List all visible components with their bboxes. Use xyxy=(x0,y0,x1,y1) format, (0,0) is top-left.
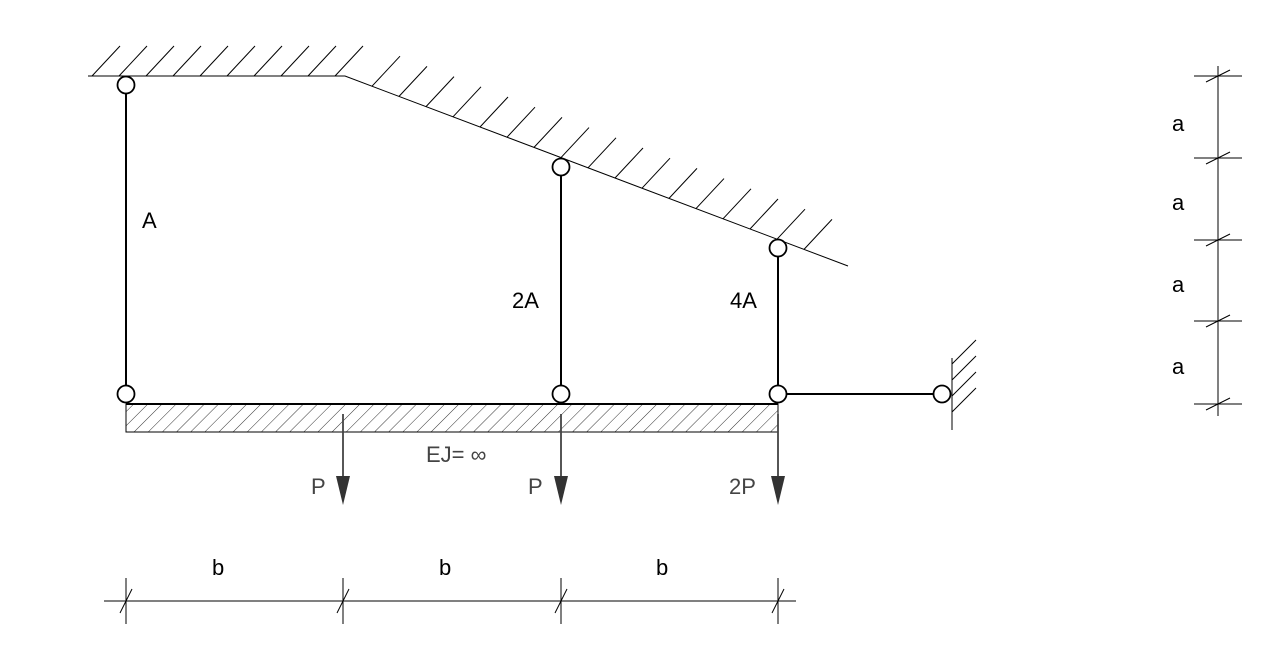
hatch-mark xyxy=(172,45,202,77)
rod-label-left: A xyxy=(142,208,157,233)
hinge-bottom-right xyxy=(768,384,788,404)
hatch-mark xyxy=(803,219,833,250)
ceiling-hatching xyxy=(91,45,833,250)
hatch-mark xyxy=(280,45,310,77)
hatch-mark xyxy=(253,45,283,77)
hatch-mark xyxy=(479,96,509,128)
hinge-bottom-left xyxy=(116,384,136,404)
load-arrow-second xyxy=(554,414,568,505)
hatch-mark xyxy=(425,76,455,107)
hatch-mark xyxy=(695,178,725,209)
hatch-mark xyxy=(452,86,482,118)
hatch-mark xyxy=(91,45,121,77)
dimension-a-4: a xyxy=(1172,354,1185,379)
load-label-first: P xyxy=(311,474,326,499)
dimension-b-1: b xyxy=(212,555,224,580)
hatch-mark xyxy=(334,45,364,77)
hatch-mark xyxy=(641,157,671,189)
hatch-mark xyxy=(951,371,977,397)
hatch-mark xyxy=(398,66,428,97)
hatch-mark xyxy=(668,168,698,199)
hinge-top-middle xyxy=(551,157,571,177)
right-wall-support xyxy=(951,339,977,430)
wall-hatching xyxy=(951,339,977,413)
hinge-bottom-middle xyxy=(551,384,571,404)
dimension-a-3: a xyxy=(1172,272,1185,297)
hatch-mark xyxy=(371,55,401,87)
hatch-mark xyxy=(776,208,806,240)
hatch-mark xyxy=(118,45,148,77)
dimension-b-2: b xyxy=(439,555,451,580)
rod-label-middle: 2A xyxy=(512,288,539,313)
hinge-wall xyxy=(932,384,952,404)
dimension-b-3: b xyxy=(656,555,668,580)
hinge-top-left xyxy=(116,75,136,95)
hatch-mark xyxy=(951,339,977,365)
hatch-mark xyxy=(199,45,229,77)
vertical-dimension-line xyxy=(1194,66,1242,416)
load-arrow-first xyxy=(336,414,350,505)
hatch-mark xyxy=(560,127,590,158)
ceiling-support xyxy=(88,45,849,267)
rod-label-right: 4A xyxy=(730,288,757,313)
rigid-beam xyxy=(125,403,779,433)
hatch-mark xyxy=(614,147,644,179)
load-label-second: P xyxy=(528,474,543,499)
hatch-mark xyxy=(951,355,977,381)
hatch-mark xyxy=(722,188,752,220)
hatch-mark xyxy=(533,117,563,148)
hatch-mark xyxy=(226,45,256,77)
hatch-mark xyxy=(145,45,175,77)
hinge-top-right xyxy=(768,238,788,258)
dimension-a-1: a xyxy=(1172,111,1185,136)
hatch-mark xyxy=(506,106,536,138)
hatch-mark xyxy=(307,45,337,77)
dimension-a-2: a xyxy=(1172,190,1185,215)
load-label-third: 2P xyxy=(729,474,756,499)
load-arrow-third xyxy=(771,414,785,505)
beam-rigidity-label: EJ= ∞ xyxy=(426,442,486,467)
hatch-mark xyxy=(587,137,617,169)
hatch-mark xyxy=(951,387,977,413)
hatch-mark xyxy=(749,198,779,230)
horizontal-dimension-line xyxy=(104,578,796,624)
